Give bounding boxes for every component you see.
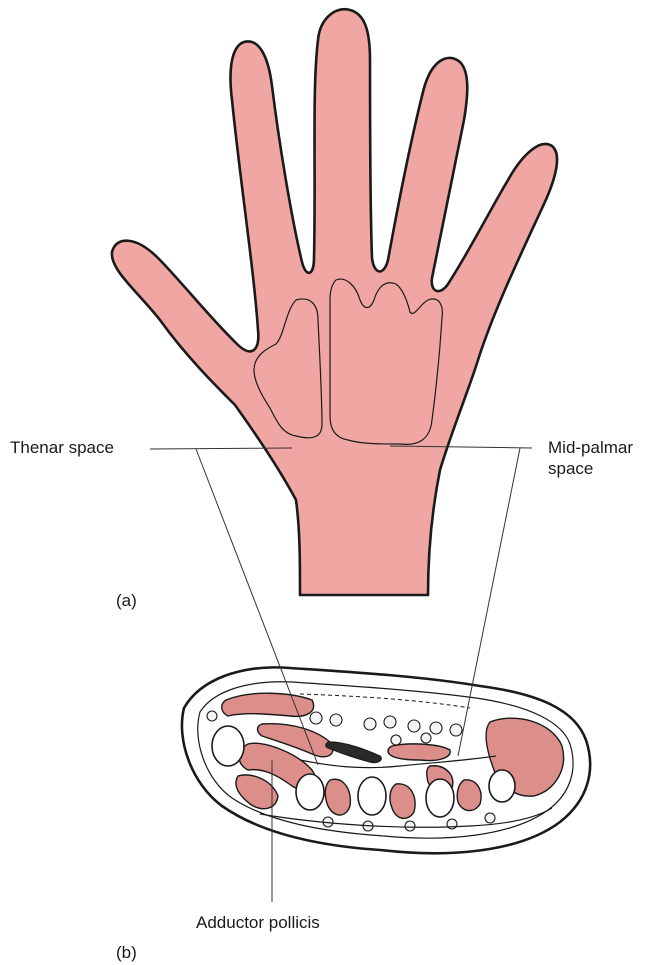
interosseous-muscle-4 xyxy=(457,780,481,811)
lumbrical-muscle xyxy=(388,744,450,761)
mid-palmar-label-line1: Mid-palmar xyxy=(548,438,633,457)
metacarpal-4 xyxy=(426,779,454,817)
metacarpal-5 xyxy=(489,770,515,802)
metacarpal-3 xyxy=(358,777,386,815)
metacarpal-2 xyxy=(296,774,324,810)
cross-section-illustration xyxy=(182,667,590,853)
panel-b-label: (b) xyxy=(116,943,137,962)
hand-illustration xyxy=(112,9,557,595)
hand-outline xyxy=(112,9,557,595)
mid-palmar-label-line2: space xyxy=(548,459,593,478)
adductor-pollicis-label: Adductor pollicis xyxy=(196,913,320,932)
metacarpal-1 xyxy=(212,726,244,766)
thenar-space-label: Thenar space xyxy=(10,438,114,457)
thenar-muscle-1 xyxy=(222,693,314,716)
panel-a-label: (a) xyxy=(116,591,137,610)
